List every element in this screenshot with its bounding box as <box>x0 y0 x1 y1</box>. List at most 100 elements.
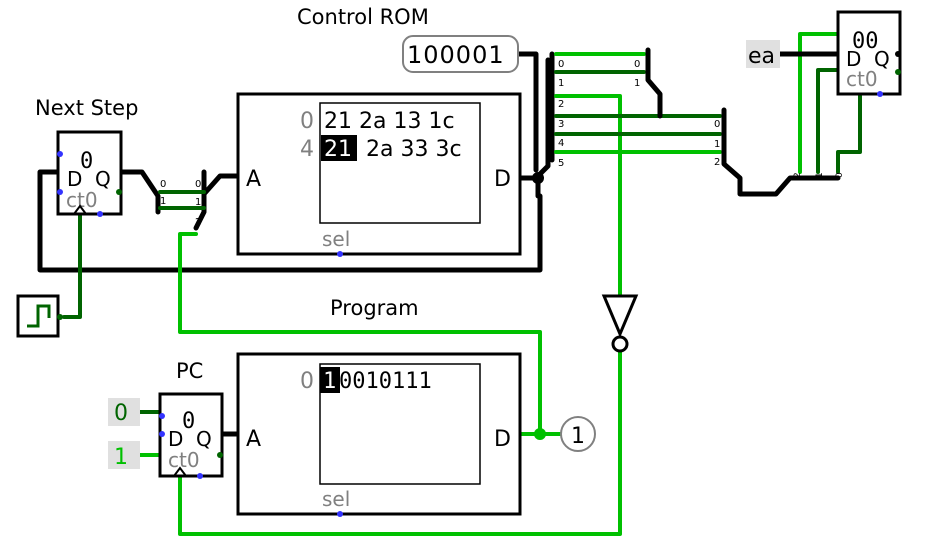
output-probe: 1 <box>560 416 596 452</box>
svg-text:2: 2 <box>793 172 803 178</box>
ea-bit1 <box>816 68 842 174</box>
rom-port-a: A <box>246 167 261 192</box>
ea-q-label: Q <box>874 47 890 71</box>
rom-splitter-right-mid: 0 1 2 <box>714 119 720 168</box>
pc-input-0[interactable]: 0 <box>108 398 140 426</box>
svg-text:1: 1 <box>815 172 825 178</box>
svg-text:0: 0 <box>558 59 564 70</box>
svg-text:5: 5 <box>558 158 564 169</box>
svg-text:0: 0 <box>160 179 166 190</box>
next-step-q-label: Q <box>95 167 111 191</box>
feedback-bus <box>37 169 543 273</box>
ctrl-d-bus <box>517 57 551 181</box>
svg-text:2: 2 <box>714 157 720 168</box>
program-selected-highlight <box>320 367 340 393</box>
ea-input-label: ea <box>748 44 775 69</box>
pin-dot <box>97 211 103 217</box>
next-step-label: Next Step <box>35 96 138 120</box>
rom-row1-values: 2a 33 3c <box>366 137 462 162</box>
svg-text:0: 0 <box>195 179 201 190</box>
rom-output-bus <box>515 51 539 173</box>
program-sel: sel <box>322 487 350 511</box>
pc-q-label: Q <box>196 427 212 451</box>
svg-text:2: 2 <box>558 99 564 110</box>
svg-text:0: 0 <box>634 59 640 70</box>
ea-bit2 <box>798 32 842 174</box>
clock-source[interactable] <box>16 294 63 338</box>
clock-wire <box>62 212 82 319</box>
rom-output-probe: 100001 <box>402 35 519 73</box>
ea-ct-label: ct0 <box>846 67 878 91</box>
next-step-d-label: D <box>67 167 82 191</box>
pin-dot <box>116 189 122 195</box>
ea-input-pin[interactable]: ea <box>746 40 780 69</box>
program-rom[interactable]: Program 0 1 0010111 A D sel <box>236 296 522 517</box>
pin-dot <box>57 189 63 195</box>
program-label: Program <box>330 296 419 320</box>
rom-output-value: 100001 <box>407 41 505 69</box>
not-gate[interactable] <box>601 294 639 353</box>
pc-input-1-value: 1 <box>114 445 128 470</box>
rom-selected-highlight <box>321 135 357 161</box>
pc-ct-label: ct0 <box>168 448 200 472</box>
svg-text:2: 2 <box>195 217 201 228</box>
ns-bit2-program <box>178 232 542 436</box>
ea-d-label: D <box>846 47 861 71</box>
pc-d-label: D <box>168 427 183 451</box>
program-bits: 0010111 <box>339 369 432 394</box>
next-step-splitter-left: 0 1 <box>160 179 166 207</box>
pc-input-1[interactable]: 1 <box>108 441 140 470</box>
ea-bit0 <box>836 94 862 174</box>
svg-text:1: 1 <box>558 78 564 89</box>
svg-text:3: 3 <box>558 119 564 130</box>
program-port-a: A <box>246 427 261 452</box>
svg-text:1: 1 <box>195 197 201 208</box>
rom-row0-addr: 0 <box>300 109 314 134</box>
svg-text:1: 1 <box>634 78 640 89</box>
svg-text:0: 0 <box>714 119 720 130</box>
svg-text:0: 0 <box>835 172 845 178</box>
not-gate-icon <box>601 294 639 338</box>
svg-text:4: 4 <box>558 138 564 149</box>
clock-triangle-icon <box>73 204 87 215</box>
control-rom[interactable]: Control ROM 0 21 2a 13 1c 4 21 2a 33 3c … <box>236 5 544 257</box>
pc-counter[interactable]: PC 0 D Q ct0 <box>158 359 224 479</box>
svg-text:1: 1 <box>714 139 720 150</box>
rom-a-bus <box>201 173 241 197</box>
rom-bit2 <box>554 94 622 298</box>
next-step-value: 0 <box>80 149 93 174</box>
rom-port-d: D <box>494 167 511 192</box>
rom-splitter-left: 0 1 2 3 4 5 <box>558 59 564 169</box>
output-probe-value: 1 <box>571 424 585 449</box>
ea-splitter: 2 1 0 <box>793 172 845 178</box>
next-step-counter[interactable]: Next Step 0 D Q ct0 <box>35 96 138 217</box>
ea-counter[interactable]: 00 D Q ct0 <box>836 10 902 97</box>
program-selected-bit: 1 <box>323 369 336 394</box>
clock-triangle-icon <box>173 466 187 477</box>
program-contents-view <box>319 363 481 485</box>
program-addr: 0 <box>300 369 314 394</box>
rom-row0-values: 21 2a 13 1c <box>324 109 455 134</box>
pc-value: 0 <box>182 409 195 434</box>
rom-split-rm <box>721 107 841 197</box>
program-port-d: D <box>494 427 511 452</box>
pin-dot <box>57 151 63 157</box>
rom-splitter-right-top: 0 1 <box>634 59 640 89</box>
rom-split-rt <box>645 47 663 119</box>
wires <box>37 32 862 536</box>
clock-icon <box>27 304 51 328</box>
svg-text:1: 1 <box>160 196 166 207</box>
next-step-splitter-right: 0 1 2 <box>195 179 201 228</box>
rom-row1-selected: 21 <box>324 137 352 162</box>
nextstep-q-bus <box>119 169 161 215</box>
rom-sel: sel <box>322 227 350 251</box>
control-rom-label: Control ROM <box>297 5 429 29</box>
pc-label: PC <box>176 359 203 383</box>
nextstep-split-bus <box>193 169 207 231</box>
rom-contents-view <box>319 102 481 224</box>
rom-row1-addr: 4 <box>300 137 314 162</box>
pc-input-0-value: 0 <box>114 401 128 426</box>
not-out-wire <box>178 350 622 536</box>
ea-value: 00 <box>852 29 879 54</box>
